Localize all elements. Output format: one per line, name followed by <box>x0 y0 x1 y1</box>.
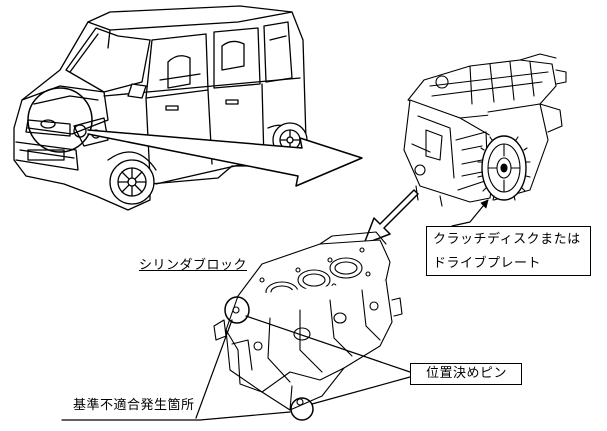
locating-pin-label: 位置決めピン <box>426 366 508 381</box>
defect-leader-bottom <box>199 411 291 421</box>
clutch-label-line2: ドライブプレート <box>433 256 542 271</box>
clutch-pointer-line <box>451 199 489 227</box>
clutch-label-line1: クラッチディスクまたは <box>433 232 581 247</box>
arrow-engine-to-block <box>363 189 419 245</box>
pin-leader-bottom <box>311 376 411 405</box>
locating-pin-callout-box <box>410 363 522 385</box>
defect-location-label: 基準不適合発生箇所 <box>73 398 195 413</box>
defect-leader-top <box>195 319 233 419</box>
arrow-car-to-engine <box>87 129 363 187</box>
engine-illustration <box>403 53 567 207</box>
pin-leader-top <box>245 315 411 373</box>
clutch-pointer-arrowhead <box>480 199 489 209</box>
cylinder-block-label: シリンダブロック <box>139 258 248 273</box>
pin-highlight-circle-top <box>224 296 250 324</box>
clutch-callout-box <box>426 226 591 276</box>
car-highlight-circle <box>27 87 93 153</box>
pin-highlight-circle-bottom <box>290 397 314 421</box>
car-illustration <box>13 5 308 211</box>
